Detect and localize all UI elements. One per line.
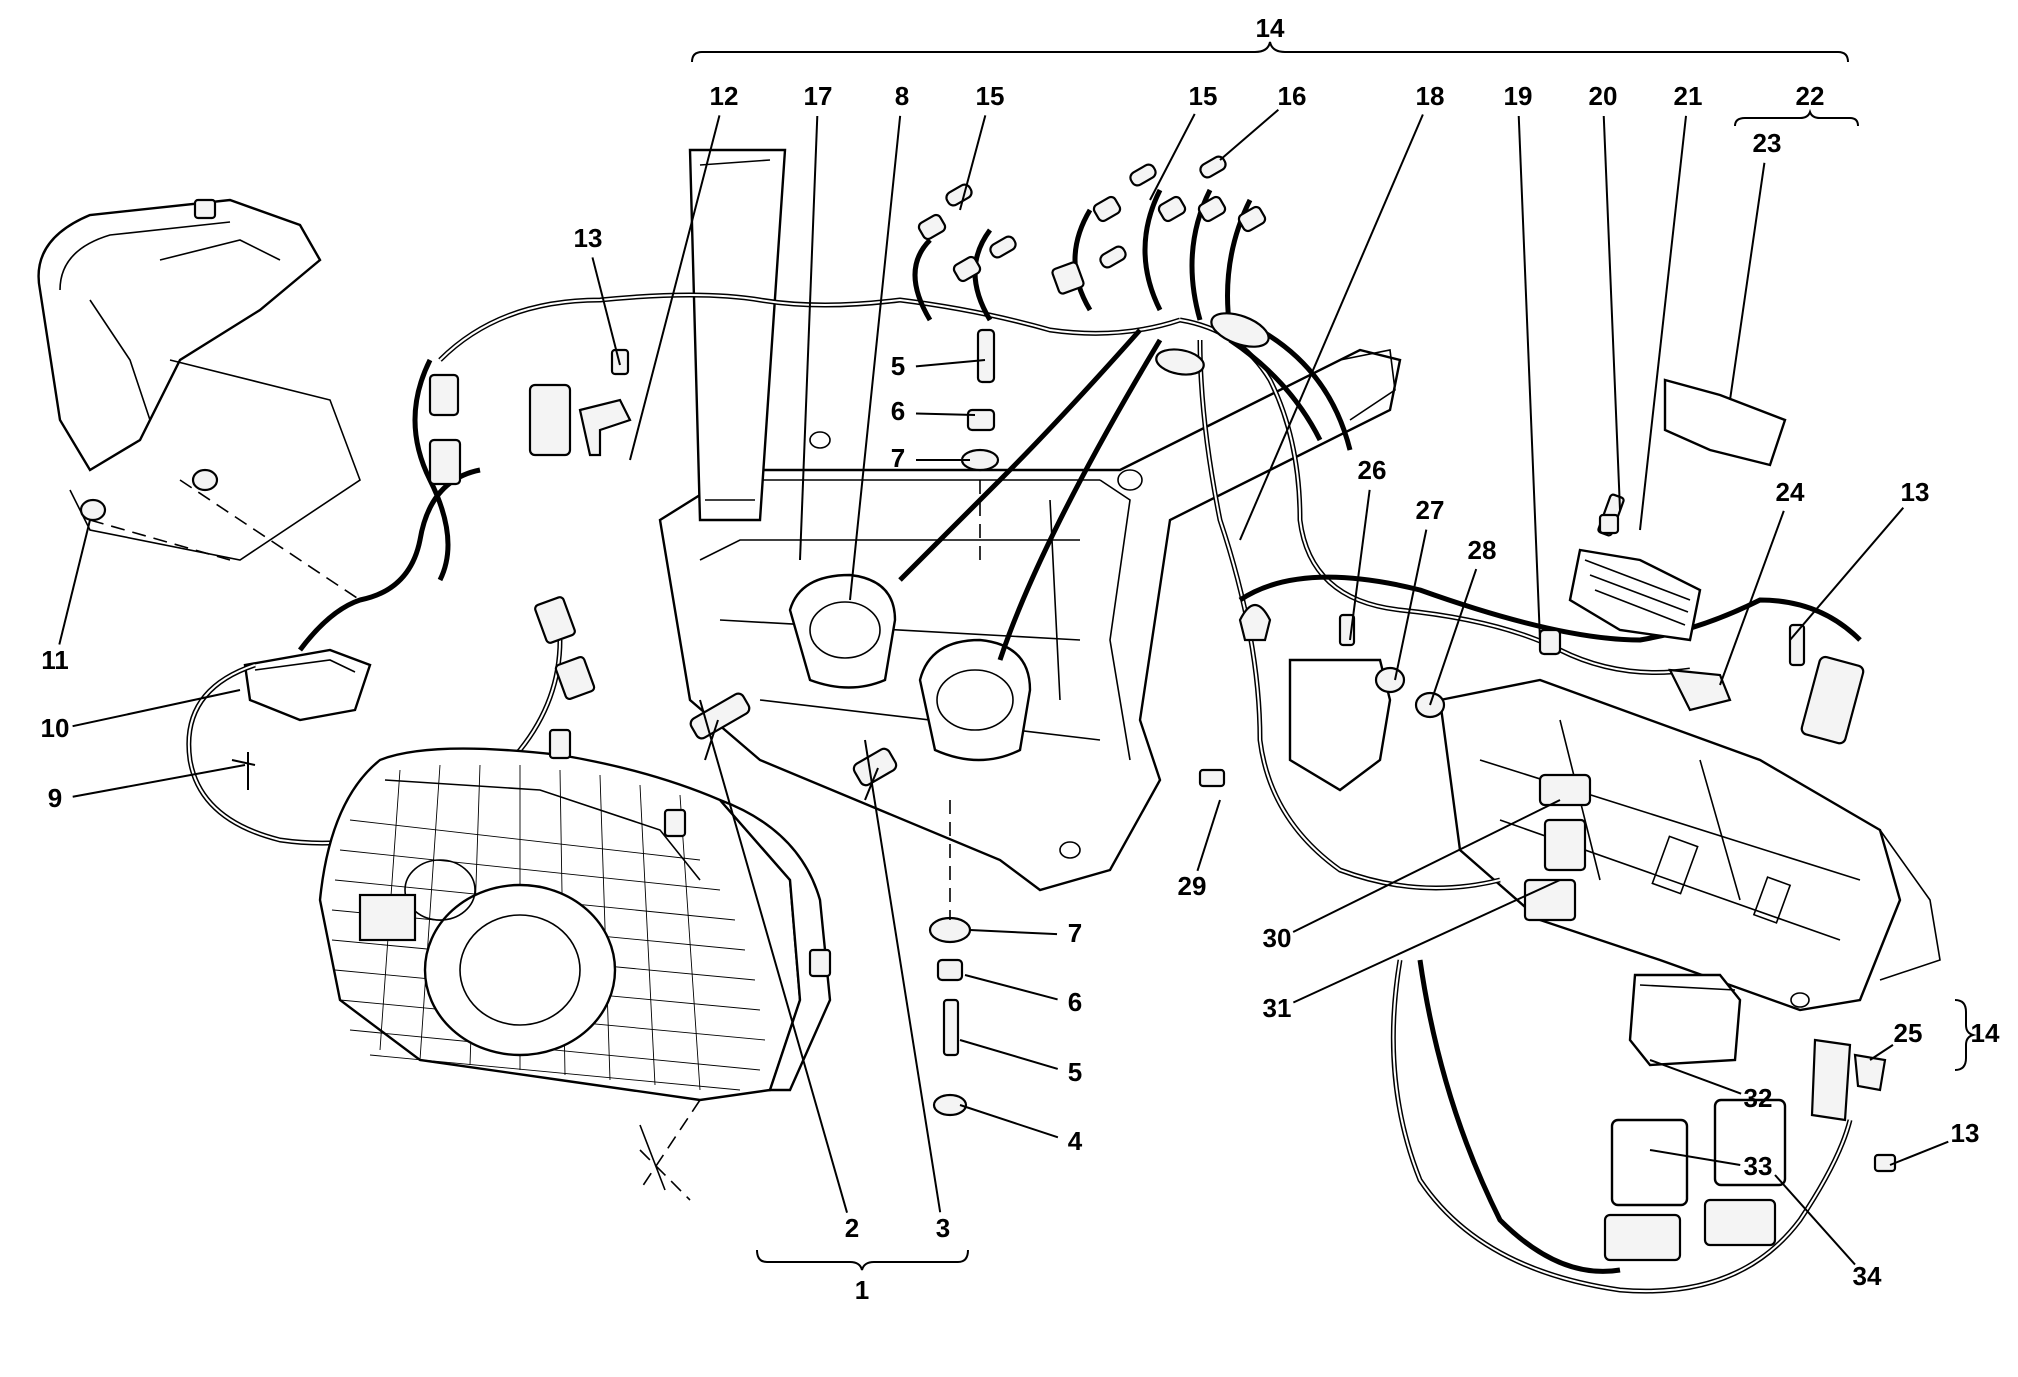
callout-c16: 16 — [1278, 81, 1307, 111]
leader-c3 — [864, 739, 942, 1213]
callout-c20: 20 — [1589, 81, 1618, 111]
leader-c10 — [72, 689, 241, 728]
leader-c6b — [964, 974, 1058, 1001]
callout-c2: 2 — [845, 1213, 859, 1243]
callout-c21: 21 — [1674, 81, 1703, 111]
leader-c12 — [629, 115, 721, 461]
headlight-support-frame — [658, 148, 1402, 892]
terminal-connectors — [428, 155, 1267, 486]
leader-c17 — [799, 115, 819, 561]
leader-c5b — [959, 1039, 1059, 1070]
group-bracket-1 — [756, 1249, 969, 1271]
leader-lines — [58, 108, 1949, 1266]
leader-c7b — [969, 929, 1058, 936]
leader-c13c — [1889, 1140, 1949, 1166]
leader-c30 — [1292, 799, 1561, 933]
callout-c19: 19 — [1504, 81, 1533, 111]
leader-c6a — [915, 412, 976, 416]
callout-c13b: 13 — [1901, 477, 1930, 507]
mounting-hardware — [928, 328, 1000, 1117]
voltage-regulator — [186, 467, 596, 846]
callout-c13a: 13 — [574, 223, 603, 253]
leader-c34 — [1774, 1174, 1856, 1266]
leader-c24 — [1719, 510, 1785, 686]
leader-c20 — [1602, 115, 1621, 511]
leader-c15a — [959, 115, 987, 211]
callout-c5a: 5 — [891, 351, 905, 381]
upper-mounting-bracket — [37, 198, 361, 601]
leader-c8 — [849, 115, 902, 601]
leader-c32 — [1649, 1059, 1742, 1095]
leader-c4 — [959, 1104, 1059, 1139]
leader-c21 — [1639, 115, 1688, 531]
callout-c5b: 5 — [1068, 1057, 1082, 1087]
leader-c23 — [1729, 162, 1766, 401]
callout-c9: 9 — [48, 783, 62, 813]
leader-c28 — [1429, 568, 1478, 706]
leader-c26 — [1349, 489, 1371, 641]
callout-c28: 28 — [1468, 535, 1497, 565]
leader-c5a — [915, 359, 986, 368]
callout-c34: 34 — [1853, 1261, 1882, 1291]
leader-c11 — [58, 519, 91, 645]
callout-c27: 27 — [1416, 495, 1445, 525]
callout-c6b: 6 — [1068, 987, 1082, 1017]
callout-c29: 29 — [1178, 871, 1207, 901]
callout-c24: 24 — [1776, 477, 1805, 507]
leader-c31 — [1292, 879, 1561, 1004]
callout-c26: 26 — [1358, 455, 1387, 485]
callout-c13c: 13 — [1951, 1118, 1980, 1148]
leader-c33 — [1649, 1149, 1741, 1167]
callout-c17: 17 — [804, 81, 833, 111]
callout-c30: 30 — [1263, 923, 1292, 953]
leader-c13a — [591, 257, 621, 366]
leader-c9 — [72, 764, 246, 798]
headlight-assembly — [318, 728, 832, 1201]
callout-c1: 1 — [855, 1275, 869, 1305]
callout-c8: 8 — [895, 81, 909, 111]
instrument-support-bracket — [1438, 678, 1941, 1012]
main-wiring-harness — [412, 188, 1862, 1294]
group-bracket-14-top — [691, 41, 1849, 63]
callout-c25: 25 — [1894, 1018, 1923, 1048]
leader-c27 — [1394, 529, 1428, 681]
callout-c4: 4 — [1068, 1126, 1083, 1156]
callout-c23: 23 — [1753, 128, 1782, 158]
leader-c25 — [1869, 1044, 1894, 1061]
callout-c6a: 6 — [891, 396, 905, 426]
bulb-holders — [689, 573, 1032, 801]
callout-c7a: 7 — [891, 443, 905, 473]
callout-c11: 11 — [41, 645, 69, 675]
callout-c3: 3 — [936, 1213, 950, 1243]
group-bracket-14-side — [1954, 999, 1977, 1071]
callout-c10: 10 — [41, 713, 70, 743]
callout-c12: 12 — [710, 81, 739, 111]
callout-c14-top: 14 — [1256, 13, 1285, 43]
leader-c2 — [699, 699, 848, 1213]
callout-c14-side: 14 — [1971, 1018, 2000, 1048]
callout-c7b: 7 — [1068, 918, 1082, 948]
leader-c15b — [1149, 113, 1196, 201]
callout-c22: 22 — [1796, 81, 1825, 111]
callout-c32: 32 — [1744, 1083, 1773, 1113]
callout-c15a: 15 — [976, 81, 1005, 111]
leader-c18 — [1239, 114, 1424, 541]
callout-c15b: 15 — [1189, 81, 1218, 111]
callout-c18: 18 — [1416, 81, 1445, 111]
leader-c19 — [1517, 115, 1541, 641]
leader-c16 — [1219, 108, 1280, 161]
callout-c31: 31 — [1263, 993, 1292, 1023]
callout-c33: 33 — [1744, 1151, 1773, 1181]
group-bracket-22 — [1734, 108, 1859, 127]
leader-c29 — [1196, 799, 1221, 872]
leader-c13b — [1789, 507, 1905, 641]
